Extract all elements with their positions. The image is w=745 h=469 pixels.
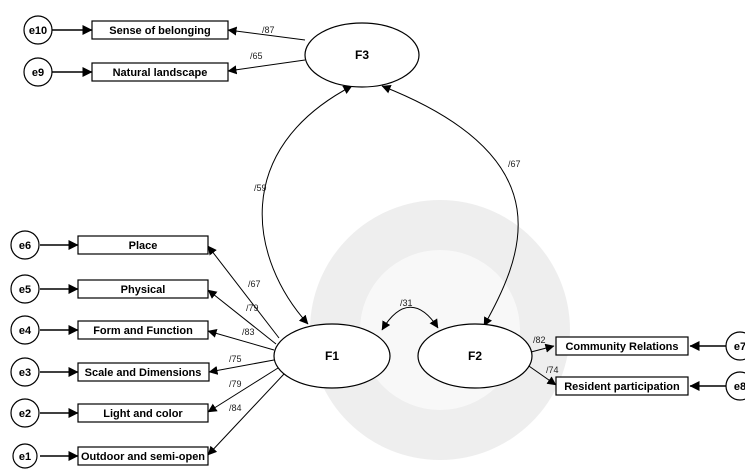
- loading-form-function: /83: [242, 327, 255, 337]
- error-e10: e10: [23, 15, 53, 45]
- indicator-light-color-label: Light and color: [103, 408, 183, 420]
- corr-f1-f2: /31: [400, 298, 413, 308]
- svg-text:e3: e3: [19, 367, 31, 379]
- svg-text:e6: e6: [19, 240, 31, 252]
- error-e1: e1: [12, 443, 38, 469]
- error-e2: e2: [10, 398, 40, 428]
- svg-text:e9: e9: [32, 67, 44, 79]
- loading-physical: /79: [246, 303, 259, 313]
- indicator-belonging-label: Sense of belonging: [109, 25, 210, 37]
- svg-text:e8: e8: [734, 381, 745, 393]
- indicator-community: Community Relations: [555, 336, 689, 356]
- svg-text:e2: e2: [19, 408, 31, 420]
- error-paths-right: [689, 341, 726, 391]
- indicator-natural: Natural landscape: [91, 62, 229, 82]
- error-paths-left: [40, 25, 93, 461]
- factor-f2-label: F2: [468, 349, 482, 363]
- loading-place: /67: [248, 279, 261, 289]
- loading-outdoor: /84: [229, 403, 242, 413]
- error-e3: e3: [10, 357, 40, 387]
- indicator-natural-label: Natural landscape: [113, 67, 208, 79]
- error-e6: e6: [10, 230, 40, 260]
- error-e8: e8: [725, 371, 745, 401]
- svg-text:e1: e1: [19, 451, 31, 463]
- indicator-form-function: Form and Function: [77, 320, 209, 340]
- indicator-place: Place: [77, 235, 209, 255]
- indicator-belonging: Sense of belonging: [91, 20, 229, 40]
- indicator-outdoor-label: Outdoor and semi-open: [81, 451, 205, 463]
- svg-text:e10: e10: [29, 25, 47, 37]
- f3-loading-paths: [227, 26, 306, 75]
- factor-f2: F2: [417, 323, 533, 389]
- indicator-place-label: Place: [129, 240, 158, 252]
- indicator-physical-label: Physical: [121, 284, 166, 296]
- loading-natural: /65: [250, 51, 263, 61]
- svg-text:e5: e5: [19, 284, 31, 296]
- loading-scale-dimensions: /75: [229, 354, 242, 364]
- loading-resident: /74: [546, 365, 559, 375]
- indicator-form-function-label: Form and Function: [93, 325, 193, 337]
- indicator-scale-dimensions-label: Scale and Dimensions: [85, 367, 202, 379]
- indicator-community-label: Community Relations: [565, 341, 678, 353]
- covariance-paths: [261, 84, 519, 331]
- svg-text:e4: e4: [19, 325, 32, 337]
- error-e5: e5: [10, 274, 40, 304]
- loading-belonging: /87: [262, 25, 275, 35]
- indicator-light-color: Light and color: [77, 403, 209, 423]
- indicator-physical: Physical: [77, 279, 209, 299]
- f1-loading-paths: [207, 245, 285, 456]
- indicator-resident: Resident participation: [555, 376, 689, 396]
- error-e9: e9: [23, 57, 53, 87]
- indicator-outdoor: Outdoor and semi-open: [77, 446, 209, 466]
- factor-f1: F1: [273, 323, 391, 389]
- loading-community: /82: [533, 335, 546, 345]
- f2-loading-paths: [525, 343, 557, 386]
- loading-light-color: /79: [229, 379, 242, 389]
- factor-f1-label: F1: [325, 349, 339, 363]
- indicator-resident-label: Resident participation: [564, 381, 680, 393]
- error-e4: e4: [10, 315, 40, 345]
- factor-f3: F3: [304, 22, 420, 88]
- factor-f3-label: F3: [355, 48, 369, 62]
- corr-f2-f3: /67: [508, 159, 521, 169]
- error-e7: e7: [725, 331, 745, 361]
- corr-f1-f3: /59: [254, 183, 267, 193]
- svg-text:e7: e7: [734, 341, 745, 353]
- indicator-scale-dimensions: Scale and Dimensions: [77, 362, 210, 382]
